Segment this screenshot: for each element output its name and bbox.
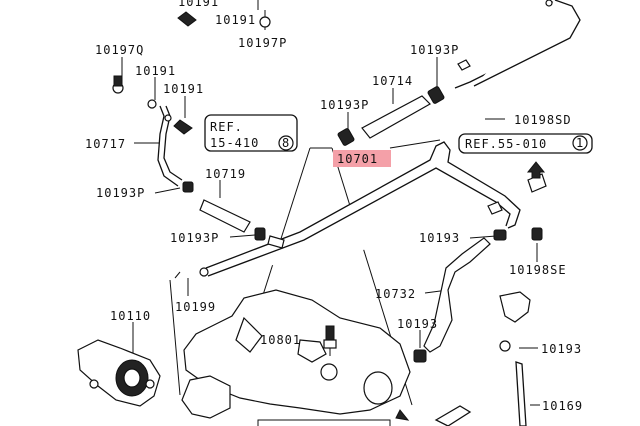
- hose-10732: [413, 229, 507, 363]
- label-10191-b[interactable]: 10191: [163, 82, 204, 96]
- label-10193p-low[interactable]: 10193P: [170, 231, 219, 245]
- label-10193p-mid[interactable]: 10193P: [320, 98, 369, 112]
- label-10198sd[interactable]: 10198SD: [514, 113, 572, 127]
- part-labels: 10191 10191 10197P 10197Q 10191 10191 10…: [85, 0, 583, 413]
- ref-box-15-410-title: REF.: [210, 120, 243, 134]
- engine-block: [181, 289, 411, 419]
- ref-box-15-410[interactable]: REF. 15-410 8: [204, 114, 298, 152]
- hose-10714: [337, 86, 445, 146]
- washer-10191-top: [259, 16, 271, 28]
- main-pipe-10701: [199, 141, 547, 277]
- pipe-10169: [434, 361, 527, 426]
- label-10719[interactable]: 10719: [205, 167, 246, 181]
- bottom-ref-box-edge: [257, 419, 391, 426]
- label-10191-a[interactable]: 10191: [135, 64, 176, 78]
- ref-box-55-010[interactable]: REF.55-010 1: [458, 133, 593, 154]
- label-10193-far[interactable]: 10193: [541, 342, 582, 356]
- label-10191-mid[interactable]: 10191: [215, 13, 256, 27]
- leader-lines: [121, 0, 540, 406]
- bracket-right: [499, 227, 543, 352]
- label-10169[interactable]: 10169: [542, 399, 583, 413]
- label-10801[interactable]: 10801: [260, 333, 301, 347]
- sensor-10801: [323, 325, 337, 356]
- label-10701[interactable]: 10701: [337, 152, 378, 166]
- label-10198se[interactable]: 10198SE: [509, 263, 567, 277]
- label-10714[interactable]: 10714: [372, 74, 413, 88]
- arrows: [173, 11, 546, 421]
- label-10193p-top[interactable]: 10193P: [410, 43, 459, 57]
- label-10717[interactable]: 10717: [85, 137, 126, 151]
- label-10193-low[interactable]: 10193: [397, 317, 438, 331]
- ref-box-15-410-circle: 8: [282, 136, 290, 150]
- label-10197q[interactable]: 10197Q: [95, 43, 144, 57]
- top-pipe: [454, 0, 581, 89]
- ref-box-15-410-code: 15-410: [210, 136, 259, 150]
- label-10199[interactable]: 10199: [175, 300, 216, 314]
- hose-10719: [199, 199, 285, 249]
- label-10193-right[interactable]: 10193: [419, 231, 460, 245]
- label-10197p[interactable]: 10197P: [238, 36, 287, 50]
- label-10193p-left[interactable]: 10193P: [96, 186, 145, 200]
- thermostat-10110: [77, 339, 161, 407]
- ref-box-55-010-title: REF.55-010: [465, 137, 547, 151]
- label-10110[interactable]: 10110: [110, 309, 151, 323]
- ref-box-55-010-circle: 1: [576, 136, 584, 150]
- label-10732[interactable]: 10732: [375, 287, 416, 301]
- highlight-10701: [333, 150, 391, 167]
- pipe-10717: [112, 75, 194, 193]
- label-10191-top[interactable]: 10191: [178, 0, 219, 9]
